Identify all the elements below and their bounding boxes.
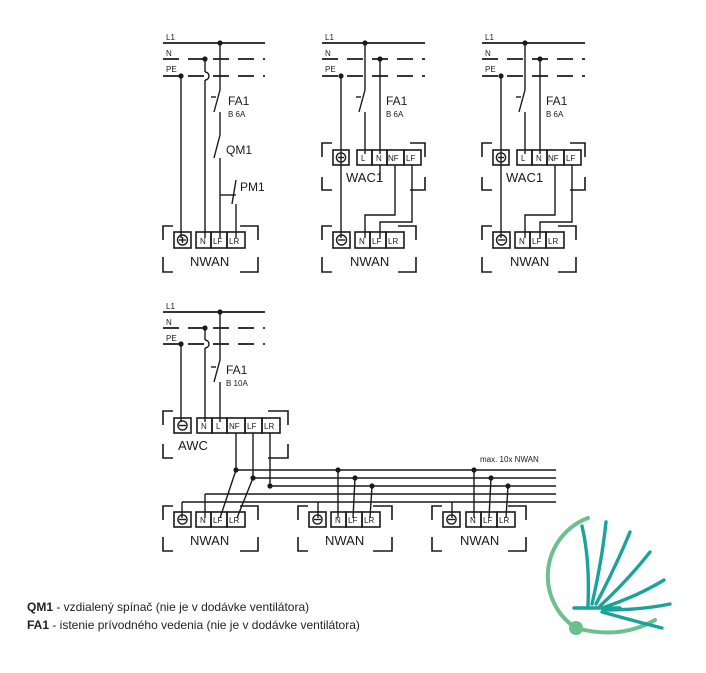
diagram-wac-center: L1 N PE FA1 B 6A L N NF LF WAC1 [321,33,426,273]
terminal-l: L [216,422,221,431]
terminal-lf: LF [348,516,357,525]
switch-pm1-label: PM1 [240,180,265,194]
legend: QM1 - vzdialený spínač (nie je v dodávke… [27,598,360,634]
terminal-lf: LF [566,154,575,163]
breaker-rating: B 6A [546,110,564,119]
terminal-n: N [200,516,206,525]
breaker-name: FA1 [228,94,250,108]
terminal-n: N [376,154,382,163]
label-l1: L1 [325,33,334,42]
terminal-n: N [200,237,206,246]
terminal-lf: LF [247,422,256,431]
max-nwan-note: max. 10x NWAN [480,455,539,464]
label-pe: PE [485,65,496,74]
terminal-nf: NF [548,154,559,163]
device-wac-label: WAC1 [346,170,383,185]
device-nwan-label: NWAN [190,533,229,548]
label-pe: PE [325,65,336,74]
terminal-n: N [335,516,341,525]
diagram-wac-right: L1 N PE FA1 B 6A L N NF LF WAC1 [481,33,586,273]
terminal-lf: LF [483,516,492,525]
label-n: N [166,318,172,327]
legend-desc: - istenie prívodného vedenia (nie je v d… [49,618,360,632]
terminal-n: N [536,154,542,163]
legend-item-qm1: QM1 - vzdialený spínač (nie je v dodávke… [27,598,360,616]
breaker-name: FA1 [386,94,408,108]
label-l1: L1 [166,33,175,42]
terminal-n: N [201,422,207,431]
legend-term: FA1 [27,618,50,632]
terminal-lr: LR [499,516,509,525]
terminal-nf: NF [388,154,399,163]
terminal-lf: LF [406,154,415,163]
breaker-name: FA1 [226,363,248,377]
device-nwan-label: NWAN [325,533,364,548]
breaker-rating: B 10A [226,379,248,388]
terminal-l: L [521,154,526,163]
breaker-rating: B 6A [228,110,246,119]
device-wac-label: WAC1 [506,170,543,185]
terminal-lf: LF [372,237,381,246]
terminal-n: N [359,237,365,246]
label-l1: L1 [485,33,494,42]
device-nwan-label: NWAN [190,254,229,269]
terminal-l: L [361,154,366,163]
terminal-nf: NF [229,422,240,431]
terminal-lf: LF [213,516,222,525]
label-pe: PE [166,65,177,74]
device-awc-label: AWC [178,438,208,453]
terminal-lr: LR [229,237,239,246]
label-l1: L1 [166,302,175,311]
legend-desc: - vzdialený spínač (nie je v dodávke ven… [53,600,310,614]
label-n: N [166,49,172,58]
terminal-lr: LR [229,516,239,525]
label-n: N [325,49,331,58]
device-nwan-label: NWAN [460,533,499,548]
terminal-lr: LR [364,516,374,525]
diagram-qm1: L1 N PE FA1 B 6A QM1 PM1 [162,33,265,273]
legend-item-fa1: FA1 - istenie prívodného vedenia (nie je… [27,616,360,634]
switch-qm1-label: QM1 [226,143,252,157]
breaker-rating: B 6A [386,110,404,119]
terminal-lf: LF [532,237,541,246]
label-pe: PE [166,334,177,343]
device-nwan-label: NWAN [350,254,389,269]
diagram-awc: L1 N PE FA1 B 10A N L NF LF LR AWC [162,302,556,552]
terminal-n: N [519,237,525,246]
terminal-lr: LR [388,237,398,246]
brand-logo-icon [545,516,672,635]
legend-term: QM1 [27,600,54,614]
device-nwan-label: NWAN [510,254,549,269]
terminal-lf: LF [213,237,222,246]
terminal-n: N [470,516,476,525]
breaker-name: FA1 [546,94,568,108]
terminal-lr: LR [548,237,558,246]
label-n: N [485,49,491,58]
terminal-lr: LR [264,422,274,431]
